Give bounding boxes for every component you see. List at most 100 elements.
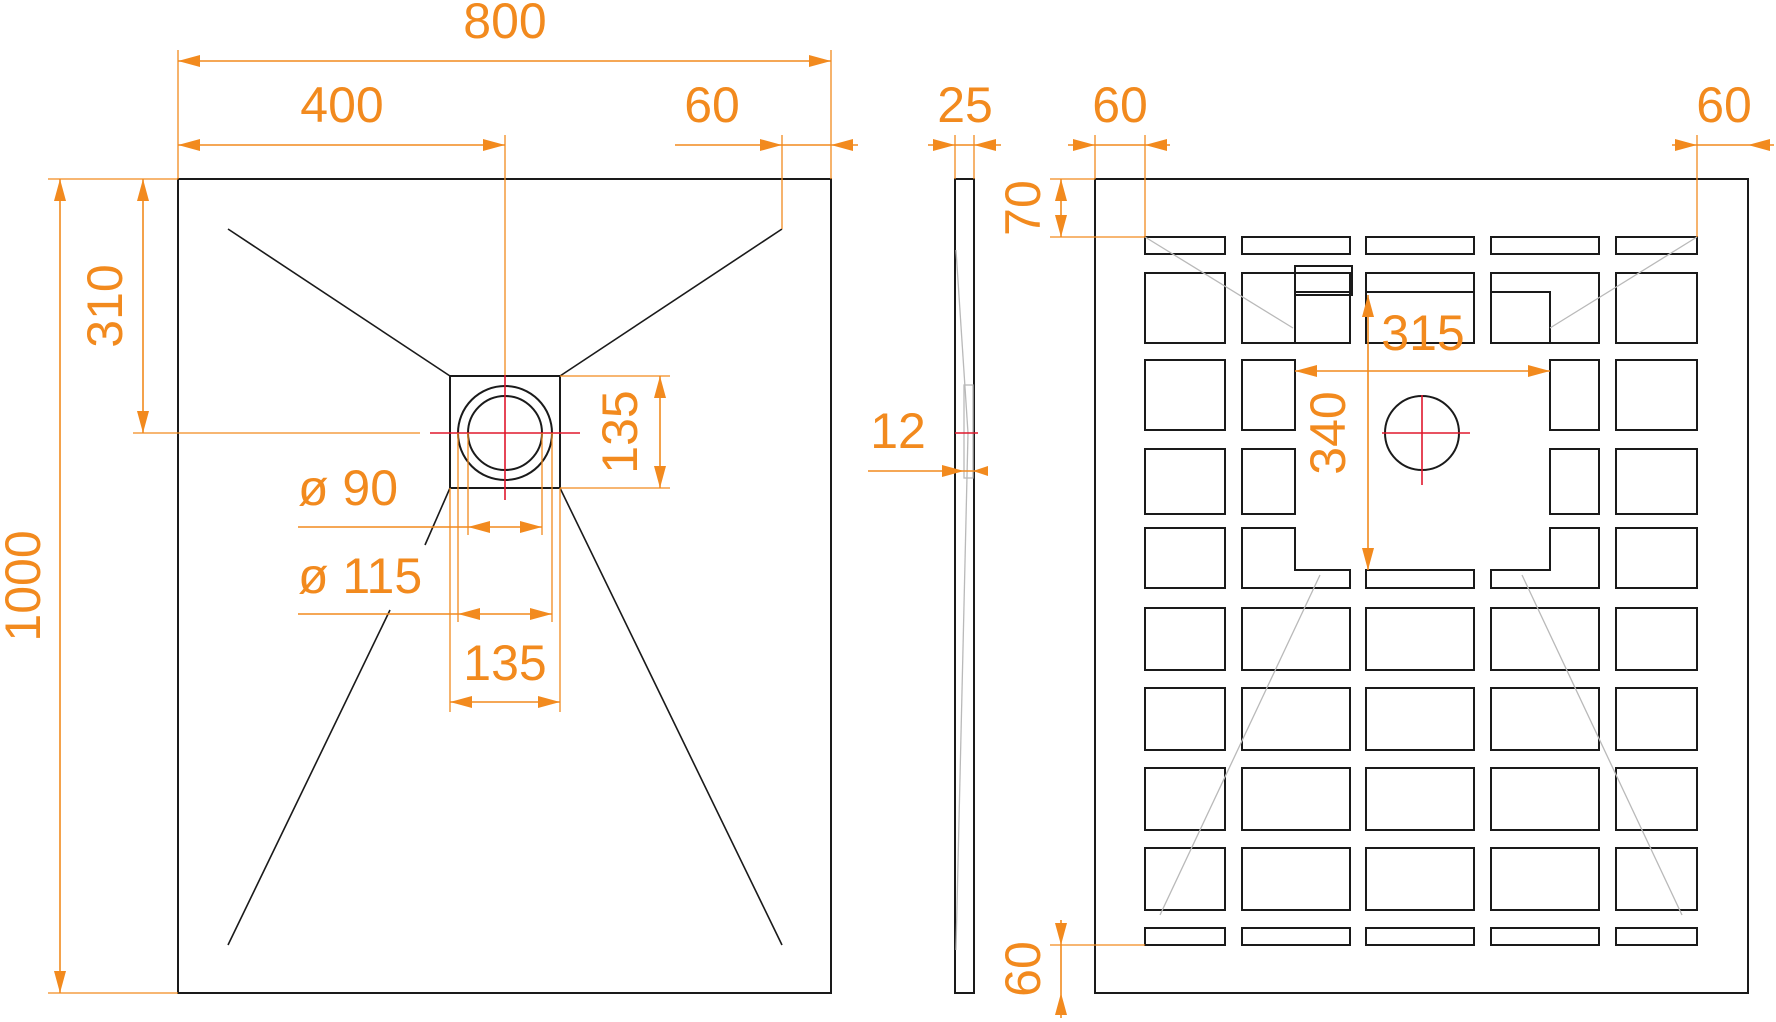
rib-cell — [1144, 927, 1226, 946]
rib-grid — [1144, 236, 1698, 946]
rib-cell — [1615, 448, 1698, 515]
arrow-rib-bottom-b — [1055, 993, 1067, 1015]
label-thickness: 25 — [937, 77, 993, 133]
arrow-340-t — [1362, 295, 1374, 317]
label-drain-thickness: 12 — [870, 403, 926, 459]
rib-cell — [1144, 236, 1226, 255]
rib-cell — [1490, 767, 1600, 831]
rib-cell — [1615, 236, 1698, 255]
arrow-rib-right-r — [1748, 139, 1770, 151]
label-total-length: 1000 — [0, 530, 51, 641]
rib-cell — [1144, 607, 1226, 671]
slope-line-bl — [227, 609, 391, 946]
recess-outline — [1294, 265, 1353, 296]
arrow-rib-left-l — [1073, 139, 1095, 151]
side-slope-1 — [955, 249, 969, 434]
label-rib-top: 70 — [995, 180, 1051, 236]
arrow-60-top-r — [831, 139, 853, 151]
arrow-25-r — [974, 139, 996, 151]
label-drain-box-height: 135 — [592, 390, 648, 473]
arrow-315-l — [1295, 365, 1317, 377]
arrow-1000-t — [54, 179, 66, 201]
rib-cell — [1241, 767, 1351, 831]
top-view: 800 400 60 1000 310 135 — [0, 0, 858, 994]
arrow-135v-t — [654, 376, 666, 398]
side-view: 25 12 — [868, 77, 1001, 994]
rib-cell — [1365, 236, 1475, 255]
label-rib-left: 60 — [1092, 77, 1148, 133]
rib-cell — [1241, 927, 1351, 946]
rib-cell — [1144, 272, 1226, 344]
rib-cell — [1615, 272, 1698, 344]
arrow-25-l — [933, 139, 955, 151]
rib-cell — [1365, 927, 1475, 946]
arrow-800-r — [809, 55, 831, 67]
side-outline — [954, 178, 975, 994]
arrow-1000-b — [54, 971, 66, 993]
rib-cell — [1144, 767, 1226, 831]
rib-cell — [1490, 687, 1600, 751]
arrow-340-b — [1362, 548, 1374, 570]
arrow-12-l — [942, 465, 964, 477]
arrow-115-l — [458, 608, 480, 620]
arrow-rib-top-t — [1055, 179, 1067, 201]
rib-cell — [1615, 607, 1698, 671]
arrow-400-r — [483, 139, 505, 151]
label-drain-offset-x: 400 — [300, 77, 383, 133]
rib-cell — [1241, 847, 1351, 911]
label-rib-right: 60 — [1696, 77, 1752, 133]
label-recess-height: 340 — [1300, 391, 1356, 474]
side-drain — [963, 384, 974, 479]
label-rib-bottom: 60 — [995, 941, 1051, 997]
rib-cell — [1490, 847, 1600, 911]
rib-cell — [1144, 448, 1226, 515]
label-recess-width: 315 — [1381, 305, 1464, 361]
rib-cell — [1615, 927, 1698, 946]
arrow-90-r — [520, 521, 542, 533]
slope-line-br — [559, 487, 783, 946]
side-slope-2 — [955, 432, 969, 951]
slope-line-bl2 — [424, 487, 451, 546]
arrow-90-l — [468, 521, 490, 533]
rib-cell — [1365, 847, 1475, 911]
label-edge-right: 60 — [684, 77, 740, 133]
rib-cell — [1241, 687, 1351, 751]
bottom-outline — [1094, 178, 1749, 994]
arrow-135h-r — [538, 696, 560, 708]
rib-cell — [1490, 927, 1600, 946]
arrow-rib-bottom-t — [1055, 923, 1067, 945]
arrow-rib-right-l — [1675, 139, 1697, 151]
arrow-800-l — [178, 55, 200, 67]
arrow-315-r — [1528, 365, 1550, 377]
slope-line-tl — [227, 228, 451, 377]
rib-cell — [1615, 359, 1698, 431]
arrow-12-r — [973, 466, 988, 476]
arrow-310-t — [137, 179, 149, 201]
arrow-60-top-l — [760, 139, 782, 151]
rib-cell — [1615, 687, 1698, 751]
rib-cell — [1615, 767, 1698, 831]
arrow-135h-l — [450, 696, 472, 708]
bottom-view: 60 60 70 60 315 340 — [995, 77, 1774, 1018]
rib-cell — [1144, 687, 1226, 751]
rib-cell — [1615, 847, 1698, 911]
label-drain-offset-y: 310 — [77, 264, 133, 347]
rib-cell — [1144, 359, 1226, 431]
rib-cell — [1241, 236, 1351, 255]
rib-cell — [1490, 607, 1600, 671]
arrow-rib-left-r — [1145, 139, 1167, 151]
label-drain-outer-dia: ø 115 — [298, 548, 422, 604]
rib-cell — [1144, 847, 1226, 911]
arrow-115-r — [530, 608, 552, 620]
rib-cell — [1144, 527, 1226, 589]
arrow-310-b — [137, 411, 149, 433]
label-drain-box-width: 135 — [463, 635, 546, 691]
label-drain-inner-dia: ø 90 — [298, 460, 398, 516]
rib-cell — [1365, 607, 1475, 671]
arrow-rib-top-b — [1055, 215, 1067, 237]
rib-cell — [1365, 767, 1475, 831]
rib-cell — [1490, 236, 1600, 255]
arrow-135v-b — [654, 466, 666, 488]
label-total-width: 800 — [463, 0, 546, 49]
